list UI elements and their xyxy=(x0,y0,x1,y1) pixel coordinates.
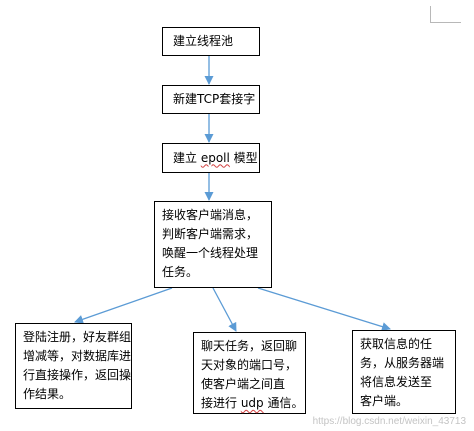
page-corner-mark xyxy=(430,6,461,23)
node-epoll-model: 建立 epoll 模型 xyxy=(162,143,260,173)
node-chat-task-line: 聊天任务，返回聊 xyxy=(201,339,298,353)
node-create-thread-pool-label: 建立线程池 xyxy=(173,34,234,48)
node-dispatch-line: 任务。 xyxy=(162,265,199,279)
node-login-register-line: 行直接操作，返回操 xyxy=(23,368,132,382)
node-login-register: 登陆注册，好友群组 增减等，对数据库进 行直接操作，返回操 作结果。 xyxy=(15,323,132,409)
node-fetch-info-line: 将信息发送至 xyxy=(360,375,433,389)
node-create-thread-pool: 建立线程池 xyxy=(162,27,260,56)
node-chat-task-line: 使客户端之间直 xyxy=(201,377,286,391)
node-fetch-info-line: 务，从服务器端 xyxy=(360,356,445,370)
node-login-register-line: 登陆注册，好友群组 xyxy=(23,330,132,344)
node-dispatch: 接收客户端消息， 判断客户端需求， 唤醒一个线程处理 任务。 xyxy=(154,201,272,288)
arrow-dispatch-to-file xyxy=(257,287,391,331)
node-epoll-model-label: 建立 epoll 模型 xyxy=(173,150,258,165)
node-login-register-line: 增减等，对数据库进 xyxy=(23,349,132,363)
node-chat-task-line: 天对象的端口号， xyxy=(201,358,298,372)
arrow-dispatch-to-login xyxy=(74,287,173,324)
node-new-tcp-socket: 新建TCP套接字 xyxy=(162,85,260,114)
node-login-register-line: 作结果。 xyxy=(23,387,72,401)
watermark: https://blog.csdn.net/weixin_43713 xyxy=(312,416,466,427)
node-dispatch-line: 判断客户端需求， xyxy=(162,227,259,241)
node-fetch-info: 获取信息的任 务，从服务器端 将信息发送至 客户端。 xyxy=(352,330,456,414)
node-chat-task-line: 接进行 udp 通信。 xyxy=(201,396,304,410)
node-dispatch-line: 接收客户端消息， xyxy=(162,208,259,222)
node-chat-task: 聊天任务，返回聊 天对象的端口号， 使客户端之间直 接进行 udp 通信。 xyxy=(193,332,306,414)
node-fetch-info-line: 获取信息的任 xyxy=(360,337,433,351)
node-dispatch-line: 唤醒一个线程处理 xyxy=(162,246,259,260)
node-fetch-info-line: 客户端。 xyxy=(360,394,409,408)
node-new-tcp-socket-label: 新建TCP套接字 xyxy=(173,92,256,106)
arrow-dispatch-to-chat xyxy=(212,287,237,332)
